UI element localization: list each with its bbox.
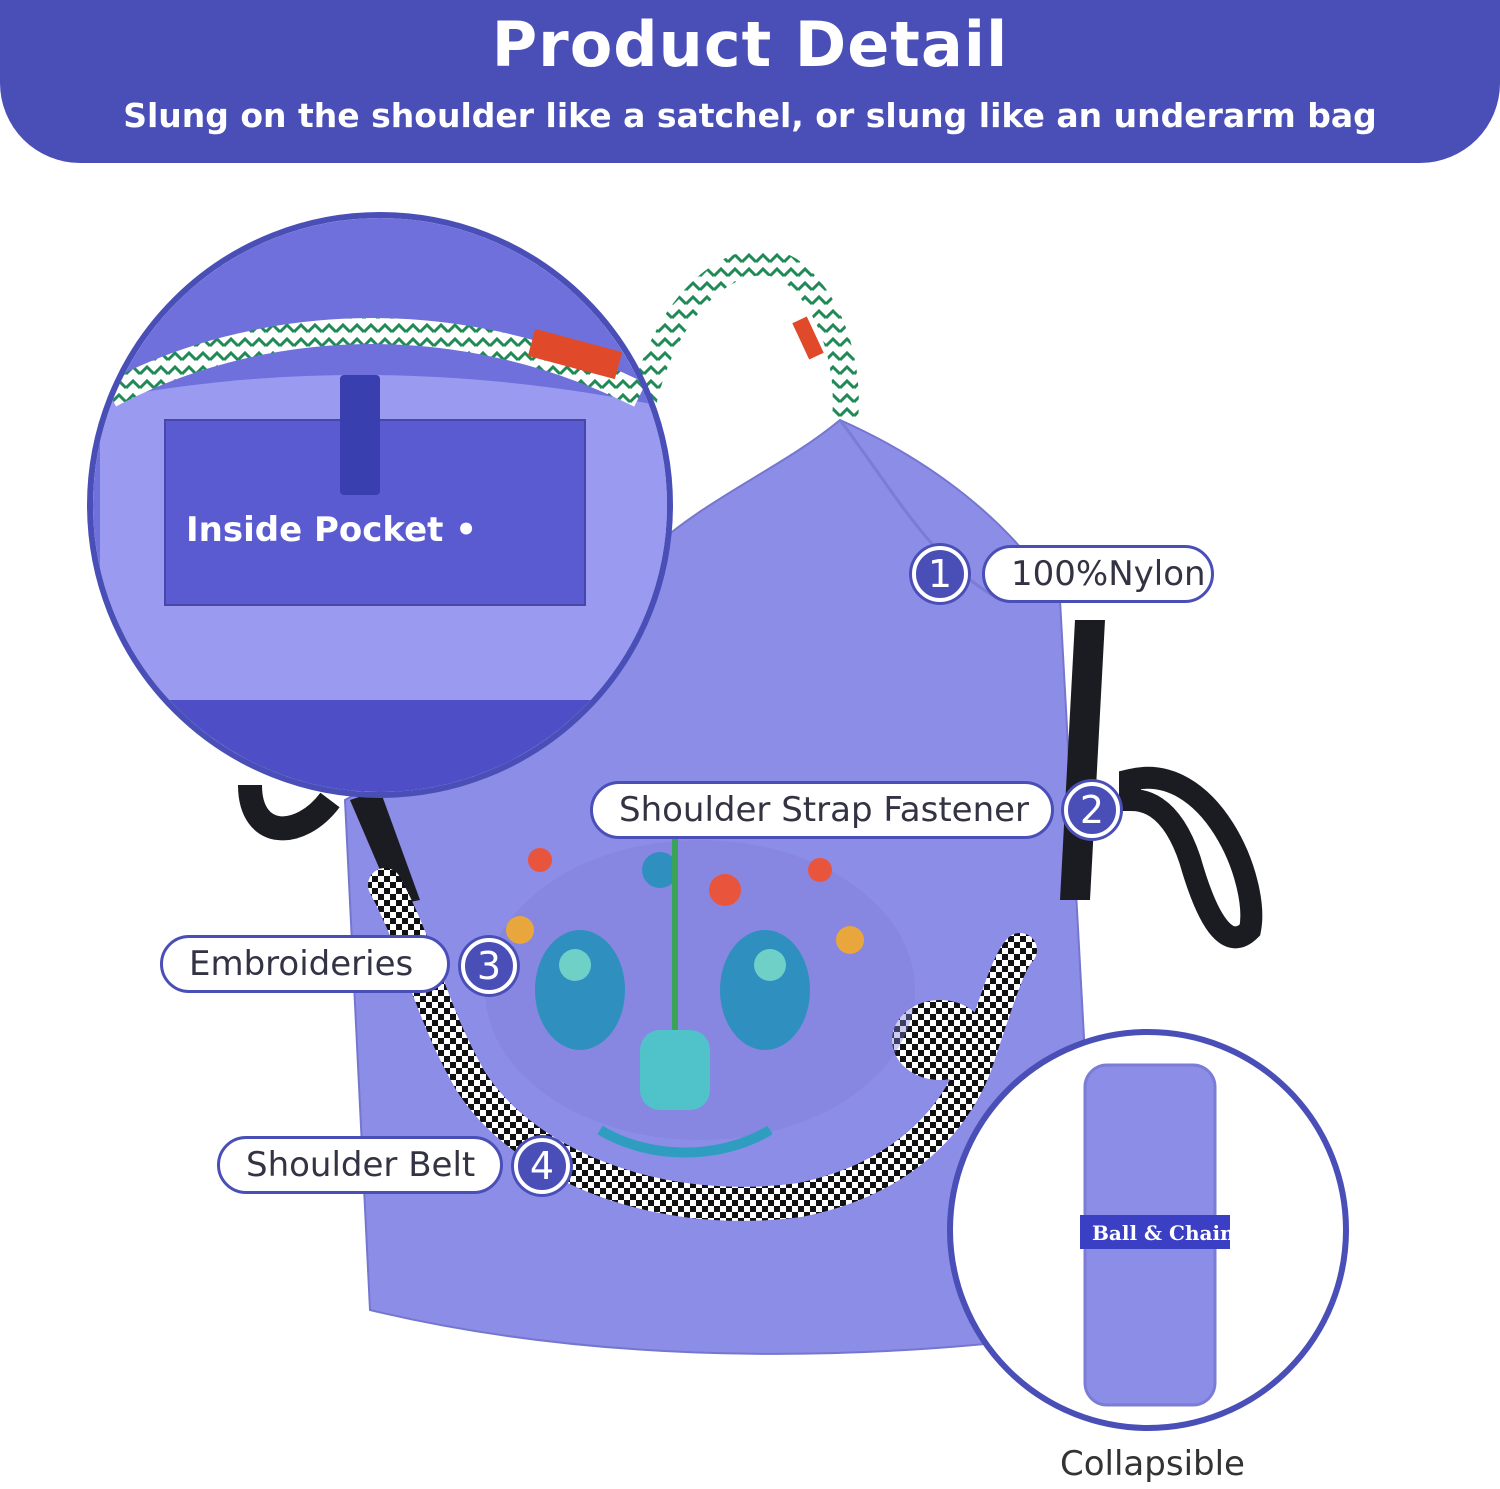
callout-label-shoulder-belt: Shoulder Belt: [217, 1136, 503, 1194]
page-title: Product Detail: [491, 8, 1009, 81]
roll-band-text: Ball & Chain: [1092, 1221, 1235, 1245]
embroidery-motif: [485, 820, 915, 1158]
header-banner: Product Detail Slung on the shoulder lik…: [0, 0, 1500, 163]
strap-left: [238, 784, 340, 841]
inside-pocket-label: Inside Pocket •: [186, 510, 477, 550]
callout-label-strap-fastener: Shoulder Strap Fastener: [590, 781, 1054, 839]
page-subtitle: Slung on the shoulder like a satchel, or…: [123, 96, 1377, 135]
callout-number-2: 2: [1064, 782, 1120, 838]
callout-number-4: 4: [514, 1138, 570, 1194]
callout-label-nylon: 100%Nylon: [982, 545, 1214, 603]
strap-loop: [1119, 766, 1263, 949]
callout-label-embroideries: Embroideries: [160, 935, 450, 993]
handle-tag: [792, 316, 824, 360]
rope-knot: [892, 1000, 988, 1080]
callout-number-1: 1: [912, 546, 968, 602]
inside-pocket-image: [93, 218, 667, 792]
bag-handle: [627, 249, 859, 423]
collapsible-label: Collapsible: [1060, 1444, 1245, 1484]
callout-number-3: 3: [461, 938, 517, 994]
